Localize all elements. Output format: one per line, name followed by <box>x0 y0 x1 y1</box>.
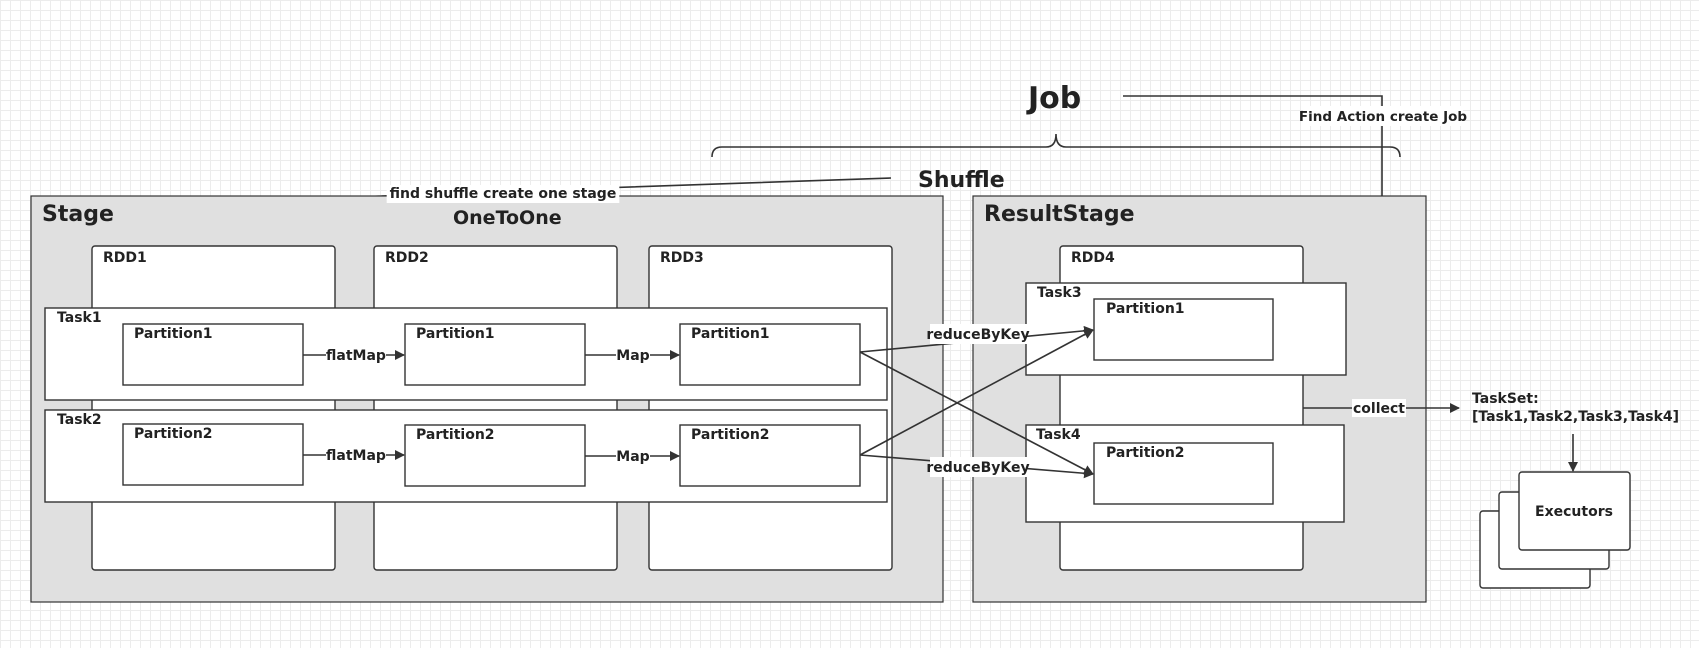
reduce-label-top: reduceByKey <box>926 327 1029 343</box>
task2-label: Task2 <box>57 412 102 428</box>
task1-partition-c <box>679 323 861 386</box>
task1-partition-a <box>122 323 304 386</box>
reduce-label-bottom: reduceByKey <box>926 460 1029 476</box>
task1-flatmap-label: flatMap <box>326 348 386 364</box>
rdd3-label: RDD3 <box>660 250 704 266</box>
taskset-line2: [Task1,Task2,Task3,Task4] <box>1472 409 1679 425</box>
collect-label: collect <box>1353 401 1405 417</box>
result-stage-title: ResultStage <box>984 202 1135 227</box>
task2-partition-c <box>679 424 861 487</box>
task2-partition-c-label: Partition2 <box>691 427 770 443</box>
executors-label: Executors <box>1535 504 1613 520</box>
task2-partition-b <box>404 424 586 487</box>
shuffle-note: find shuffle create one stage <box>390 186 617 202</box>
stage-subtitle: OneToOne <box>453 207 562 229</box>
shuffle-edge-p2-to-p1 <box>859 329 1094 456</box>
task2-partition-a <box>122 423 304 486</box>
task3-label: Task3 <box>1037 285 1082 301</box>
rdd2-label: RDD2 <box>385 250 429 266</box>
task2-map-label: Map <box>616 449 649 465</box>
task1-label: Task1 <box>57 310 102 326</box>
task3-partition <box>1093 298 1274 361</box>
job-brace <box>711 133 1401 158</box>
task1-map-label: Map <box>616 348 649 364</box>
rdd3-box <box>648 245 893 571</box>
task1-partition-c-label: Partition1 <box>691 326 770 342</box>
shuffle-title: Shuffle <box>918 168 1005 193</box>
task2-partition-b-label: Partition2 <box>416 427 495 443</box>
taskset-line1: TaskSet: <box>1472 391 1539 407</box>
task4-partition <box>1093 442 1274 505</box>
executor-card-front <box>1518 471 1631 551</box>
job-title: Job <box>1026 81 1081 116</box>
task3-partition-label: Partition1 <box>1106 301 1185 317</box>
task1-partition-a-label: Partition1 <box>134 326 213 342</box>
task4-label: Task4 <box>1036 427 1081 443</box>
task1-partition-b-label: Partition1 <box>416 326 495 342</box>
stage-title: Stage <box>42 202 114 227</box>
rdd4-label: RDD4 <box>1071 250 1115 266</box>
task2-partition-a-label: Partition2 <box>134 426 213 442</box>
task2-flatmap-label: flatMap <box>326 448 386 464</box>
rdd1-box <box>91 245 336 571</box>
shuffle-edge-p1-to-p2 <box>859 351 1094 475</box>
action-note: Find Action create Job <box>1299 109 1467 125</box>
rdd1-label: RDD1 <box>103 250 147 266</box>
rdd2-box <box>373 245 618 571</box>
task4-partition-label: Partition2 <box>1106 445 1185 461</box>
